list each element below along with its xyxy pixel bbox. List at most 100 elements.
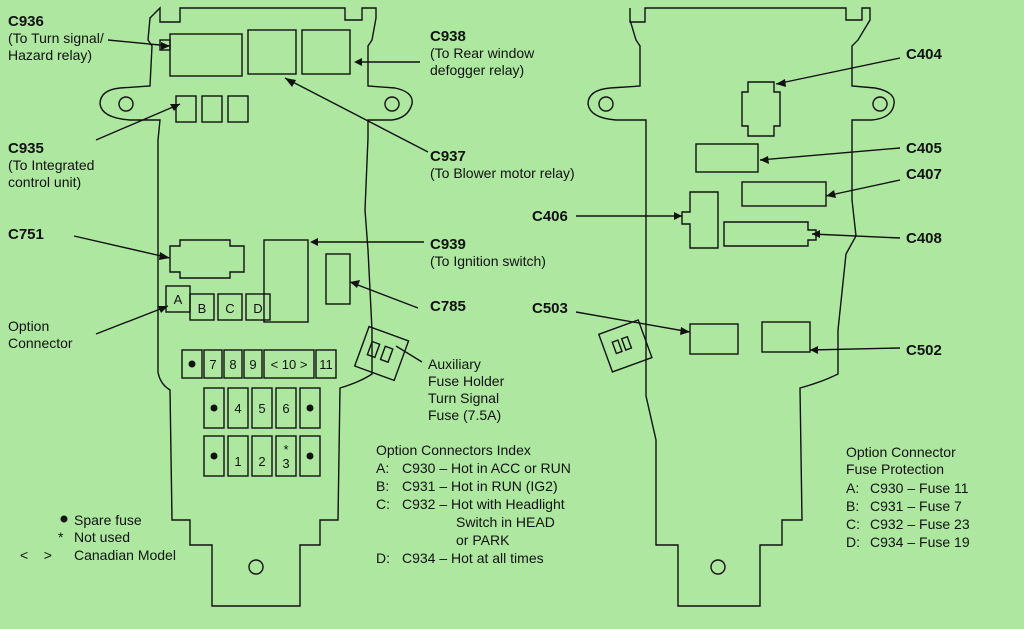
callout-c935-code: C935 bbox=[8, 140, 44, 157]
callout-c936-line1: (To Turn signal/ bbox=[8, 30, 104, 46]
left-fuse-box-outline bbox=[99, 6, 413, 607]
option-connector-b bbox=[189, 293, 215, 321]
callout-c938: C938 (To Rear window defogger relay) bbox=[430, 28, 534, 79]
right-arrowheads bbox=[674, 79, 836, 354]
aux-fuse-line2: Fuse Holder bbox=[428, 373, 505, 389]
connector-c751 bbox=[169, 239, 245, 279]
index-row-d: C934 – Hot at all times bbox=[402, 550, 544, 566]
callout-c935-line2: control unit) bbox=[8, 174, 82, 190]
fuse-label-1: 1 bbox=[234, 454, 241, 469]
callout-c406: C406 bbox=[532, 208, 568, 225]
fuse-7 bbox=[203, 349, 223, 379]
relay-c938-left bbox=[247, 29, 297, 75]
right-leader-lines bbox=[575, 57, 901, 351]
fuse-label-10: < 10 > bbox=[271, 357, 308, 372]
connector-c406 bbox=[681, 191, 719, 249]
fuse-10 bbox=[263, 349, 315, 379]
protection-row-a-key: A: bbox=[846, 480, 860, 496]
legend-canadian-symbol: < > bbox=[20, 547, 52, 563]
fuse-spare-2 bbox=[203, 387, 225, 429]
fuse-label-6: 6 bbox=[282, 401, 289, 416]
connector-c939 bbox=[263, 239, 309, 323]
option-letter-b: B bbox=[198, 301, 207, 316]
connector-c503 bbox=[689, 323, 739, 355]
right-mount-hole-right bbox=[872, 96, 888, 112]
left-mount-hole-bottom bbox=[248, 559, 264, 575]
callout-c751-code: C751 bbox=[8, 226, 44, 243]
connector-c405 bbox=[695, 143, 759, 173]
callout-c502: C502 bbox=[906, 342, 942, 359]
option-letter-c: C bbox=[225, 301, 234, 316]
fuse-11 bbox=[315, 349, 337, 379]
relay-c936 bbox=[169, 33, 243, 77]
option-letter-a: A bbox=[174, 292, 183, 307]
callout-c935: C935 (To Integrated control unit) bbox=[8, 140, 94, 191]
aux-fuse-line3: Turn Signal bbox=[428, 390, 500, 406]
callout-aux-fuse: Auxiliary Fuse Holder Turn Signal Fuse (… bbox=[428, 356, 504, 424]
fuse-label-4: 4 bbox=[234, 401, 241, 416]
legend-not-used: Not used bbox=[74, 529, 131, 545]
option-connector-line2: Connector bbox=[8, 335, 73, 351]
protection-row-a: C930 – Fuse 11 bbox=[870, 480, 969, 496]
callout-c937: C937 (To Blower motor relay) bbox=[430, 148, 575, 182]
index-row-c-cont1: Switch in HEAD bbox=[456, 514, 555, 530]
callout-c935-line1: (To Integrated bbox=[8, 157, 95, 173]
callout-c503: C503 bbox=[532, 300, 568, 317]
connector-c502 bbox=[761, 321, 811, 353]
option-letter-d: D bbox=[253, 301, 262, 316]
protection-row-b: C931 – Fuse 7 bbox=[870, 498, 962, 514]
index-row-b-key: B: bbox=[376, 478, 390, 494]
protection-row-c: C932 – Fuse 23 bbox=[870, 516, 970, 532]
callout-c939: C939 (To Ignition switch) bbox=[430, 236, 546, 270]
fuse-8 bbox=[223, 349, 243, 379]
relay-c938-right bbox=[301, 29, 351, 75]
callout-c937-code: C937 bbox=[430, 148, 466, 165]
callout-c785-code: C785 bbox=[430, 298, 466, 315]
fuse-label-8: 8 bbox=[229, 357, 236, 372]
connector-c407 bbox=[741, 181, 827, 207]
callout-c404: C404 bbox=[906, 46, 942, 63]
right-fuse-box-outline bbox=[587, 7, 895, 607]
callout-c938-code: C938 bbox=[430, 28, 466, 45]
connector-c408 bbox=[723, 221, 817, 247]
right-aux-holder bbox=[597, 319, 653, 373]
callout-c938-line2: defogger relay) bbox=[430, 62, 525, 78]
callout-c405: C405 bbox=[906, 140, 942, 157]
fuse-label-5: 5 bbox=[258, 401, 265, 416]
option-connector-c bbox=[217, 293, 243, 321]
index-row-b: C931 – Hot in RUN (IG2) bbox=[402, 478, 558, 494]
callout-c751: C751 bbox=[8, 226, 44, 243]
left-arrowheads bbox=[158, 42, 362, 313]
callout-c938-line1: (To Rear window bbox=[430, 45, 535, 61]
connector-c935-3 bbox=[227, 95, 249, 123]
aux-fuse-line1: Auxiliary bbox=[428, 356, 481, 372]
fuse-label-2: 2 bbox=[258, 454, 265, 469]
fuse-2 bbox=[251, 435, 273, 477]
fuse-spare-4 bbox=[203, 435, 225, 477]
aux-fuse-line4: Fuse (7.5A) bbox=[428, 407, 502, 423]
callout-c939-line1: (To Ignition switch) bbox=[430, 253, 546, 269]
fuse-label-7: 7 bbox=[209, 357, 216, 372]
callout-c937-line1: (To Blower motor relay) bbox=[430, 165, 575, 181]
fuse-label-11: 11 bbox=[319, 357, 333, 372]
left-mount-hole-left bbox=[118, 96, 134, 112]
legend-canadian: Canadian Model bbox=[74, 547, 176, 563]
connector-c935-1 bbox=[175, 95, 197, 123]
callout-c939-code: C939 bbox=[430, 236, 466, 253]
fuse-spare-5 bbox=[299, 435, 321, 477]
fuse-label-3: 3 bbox=[282, 456, 289, 471]
fuse-3 bbox=[275, 435, 297, 477]
protection-row-d-key: D: bbox=[846, 534, 860, 550]
index-row-c-key: C: bbox=[376, 496, 390, 512]
protection-row-c-key: C: bbox=[846, 516, 860, 532]
left-leader-lines bbox=[73, 39, 429, 363]
index-title: Option Connectors Index bbox=[376, 442, 531, 458]
callout-c785: C785 bbox=[430, 298, 466, 315]
connector-c785 bbox=[325, 253, 351, 305]
left-mount-hole-right bbox=[384, 96, 400, 112]
callout-option-connector: Option Connector bbox=[8, 318, 73, 352]
fuse-9 bbox=[243, 349, 263, 379]
callout-c936-code: C936 bbox=[8, 13, 44, 30]
